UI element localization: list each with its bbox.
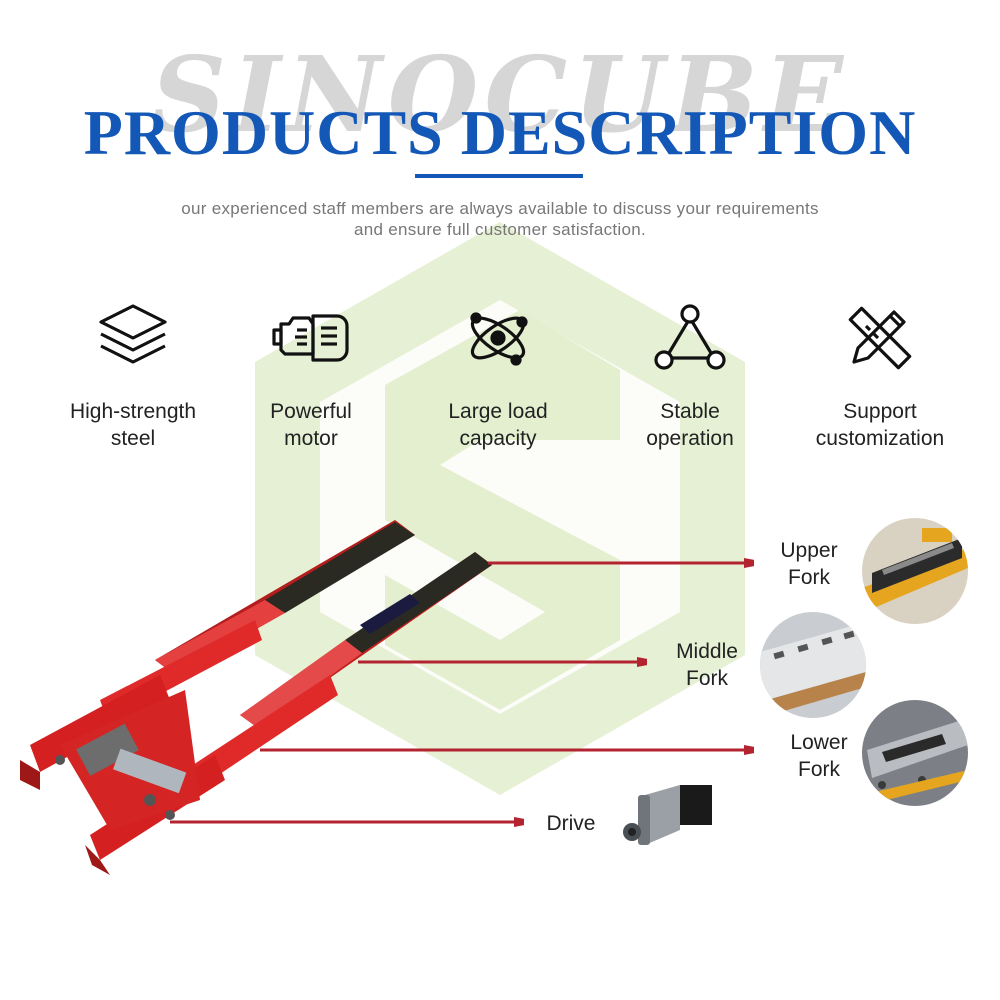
middle-fork-photo xyxy=(760,612,866,718)
callout-middle-fork: Middle Fork xyxy=(666,638,748,692)
callout-line-1: Lower xyxy=(790,731,848,754)
feature-label-line-2: capacity xyxy=(459,427,537,450)
feature-customization: Support customization xyxy=(783,300,977,452)
front-fork xyxy=(85,552,492,875)
fork-assembly-illustration xyxy=(20,520,1000,875)
feature-label-line-2: customization xyxy=(815,427,945,450)
feature-label-line-1: Powerful xyxy=(270,400,352,423)
feature-label-line-2: motor xyxy=(284,427,338,450)
drive-mechanism xyxy=(55,690,200,830)
feature-label-line-2: steel xyxy=(110,427,156,450)
subtitle-line-2: and ensure full customer satisfaction. xyxy=(353,220,647,239)
title-underline xyxy=(415,174,583,178)
feature-motor: Powerful motor xyxy=(216,300,406,452)
atom-icon xyxy=(470,312,528,366)
callout-lower-fork: Lower Fork xyxy=(778,729,860,783)
subtitle: our experienced staff members are always… xyxy=(100,198,900,240)
upper-fork-photo xyxy=(862,518,968,624)
feature-steel: High-strength steel xyxy=(38,300,228,452)
callout-line-2: Fork xyxy=(686,667,728,690)
callout-line-2: Fork xyxy=(788,566,830,589)
subtitle-line-1: our experienced staff members are always… xyxy=(181,199,819,218)
callout-upper-fork: Upper Fork xyxy=(768,537,850,591)
triangle-nodes-icon xyxy=(654,304,726,370)
motor-icon xyxy=(272,314,349,362)
callout-drive: Drive xyxy=(546,812,596,835)
callout-line-1: Upper xyxy=(780,539,838,562)
drive-motor-image xyxy=(623,785,712,845)
layers-icon xyxy=(99,304,167,364)
feature-stable: Stable operation xyxy=(595,300,785,452)
feature-label-line-1: Stable xyxy=(660,400,720,423)
middle-fork-thumbnail xyxy=(760,612,866,718)
callout-line-2: Fork xyxy=(798,758,840,781)
lower-fork-photo xyxy=(862,700,968,806)
upper-fork-thumbnail xyxy=(862,518,968,624)
brand-watermark: SINOCUBE xyxy=(150,33,850,156)
feature-label-line-1: Large load xyxy=(448,400,548,423)
feature-label-line-2: operation xyxy=(646,427,734,450)
page-title: PRODUCTS DESCRIPTION xyxy=(83,97,917,168)
feature-load: Large load capacity xyxy=(403,300,593,452)
feature-label-line-1: High-strength xyxy=(69,400,197,423)
callout-line-1: Middle xyxy=(676,640,738,663)
tools-icon xyxy=(848,306,912,370)
feature-label-line-1: Support xyxy=(843,400,917,423)
lower-fork-thumbnail xyxy=(862,700,968,806)
